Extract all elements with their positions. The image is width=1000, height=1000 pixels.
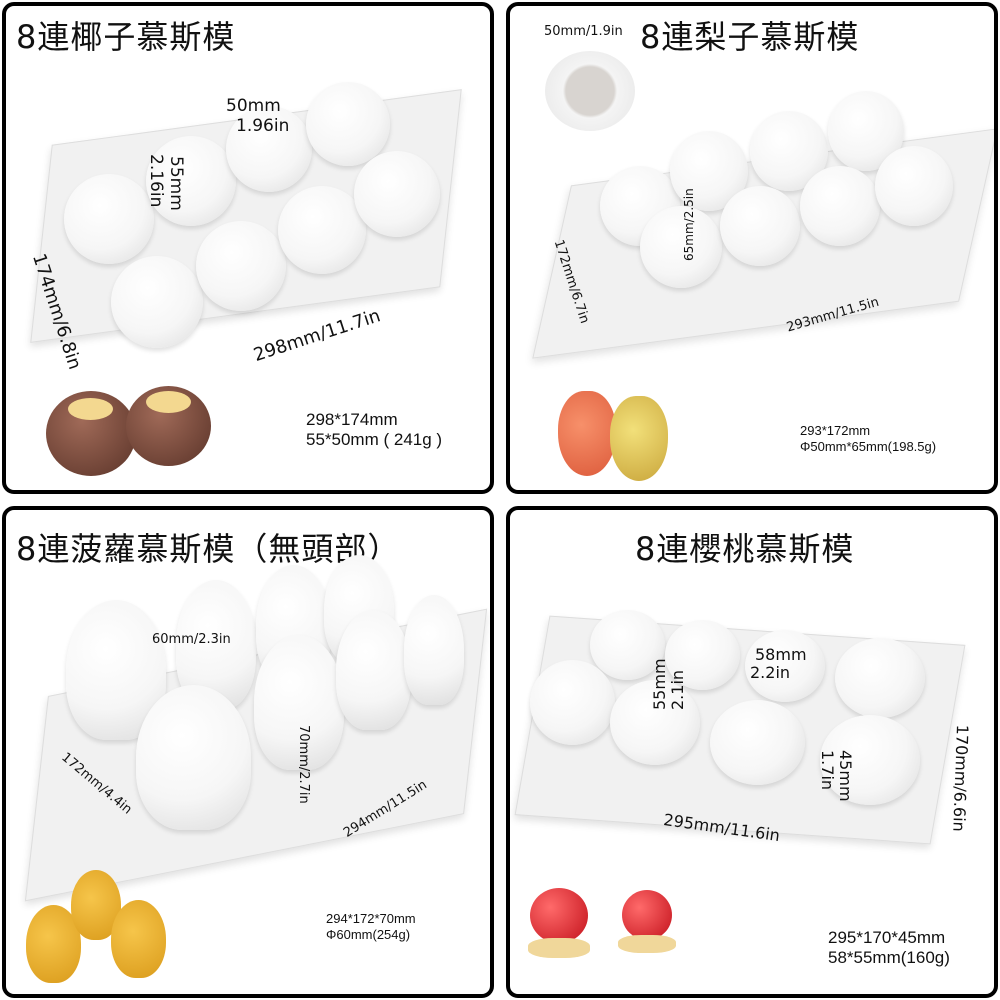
mold-cavity <box>278 186 366 274</box>
panel-coconut-mold: 8連椰子慕斯模 50mm 1.96in 55mm 2.16in 174mm/6.… <box>2 2 494 494</box>
mold-cavity <box>710 700 805 785</box>
cherry-base <box>528 938 590 958</box>
mold-cavity <box>720 186 800 266</box>
cavity-height-in-label: 2.16in <box>146 154 166 208</box>
spec-line-2: Φ50mm*65mm(198.5g) <box>800 439 937 454</box>
mold-cavity <box>354 151 440 237</box>
cavity-height-label: 55mm <box>650 658 669 710</box>
spec-line-1: 298*174mm <box>306 410 398 429</box>
height-label: 65mm/2.5in <box>682 188 696 261</box>
panel-title: 8連菠蘿慕斯模（無頭部） <box>16 530 401 568</box>
length-label: 298mm/11.7in <box>251 305 384 366</box>
mold-cavity <box>835 638 925 718</box>
pear-image <box>558 391 616 476</box>
cavity-width-in-label: 1.96in <box>236 116 290 136</box>
panel-title: 8連櫻桃慕斯模 <box>635 530 855 568</box>
mold-cavity <box>254 635 344 770</box>
coconut-filling <box>146 391 191 413</box>
mold-cavity <box>800 166 880 246</box>
cavity-width-label: 58mm <box>755 645 807 664</box>
pineapple-image <box>111 900 166 978</box>
height-label: 70mm/2.7in <box>296 725 311 804</box>
spec-line-1: 293*172mm <box>800 423 871 438</box>
mold-cavity <box>610 680 700 765</box>
mold-cavity <box>306 82 390 166</box>
cavity-height-in-label: 2.1in <box>668 669 687 710</box>
mold-cavity <box>745 630 825 702</box>
mold-cavity <box>196 221 286 311</box>
cherry-base <box>618 935 676 953</box>
panel-title: 8連椰子慕斯模 <box>16 18 236 56</box>
height-in-label: 1.7in <box>818 750 837 791</box>
top-view-dim-label: 50mm/1.9in <box>544 24 623 39</box>
cavity-top-view <box>545 51 635 131</box>
coconut-filling <box>68 398 113 420</box>
pear-image <box>610 396 668 481</box>
spec-line-1: 295*170*45mm <box>828 928 946 947</box>
cherry-image <box>622 890 672 940</box>
cavity-height-label: 55mm <box>166 156 186 211</box>
mold-cavity <box>146 136 236 226</box>
mold-cavity <box>820 715 920 805</box>
mold-cavity <box>136 685 251 830</box>
mold-cavity <box>590 610 665 680</box>
panel-pear-mold: 50mm/1.9in 8連梨子慕斯模 65mm/2.5in 172mm/6.7i… <box>506 2 998 494</box>
height-label: 45mm <box>836 750 855 802</box>
panel-title: 8連梨子慕斯模 <box>640 18 860 56</box>
panel-cherry-mold: 8連櫻桃慕斯模 58mm 2.2in 55mm 2.1in 45mm 1.7in… <box>506 506 998 998</box>
cherry-image <box>530 888 588 943</box>
mold-cavity <box>226 106 312 192</box>
spec-line-2: 58*55mm(160g) <box>828 948 950 967</box>
spec-line-2: 55*50mm ( 241g ) <box>306 430 443 449</box>
diameter-label: 60mm/2.3in <box>152 632 231 647</box>
spec-line-2: Φ60mm(254g) <box>326 927 411 942</box>
mold-cavity <box>64 174 154 264</box>
cavity-width-label: 50mm <box>226 96 281 116</box>
mold-cavity <box>875 146 953 226</box>
cavity-width-in-label: 2.2in <box>750 663 791 682</box>
mold-cavity <box>336 610 411 730</box>
depth-label: 170mm/6.6in <box>949 724 972 833</box>
mold-cavity <box>665 620 740 690</box>
mold-cavity <box>404 595 464 705</box>
spec-line-1: 294*172*70mm <box>326 911 416 926</box>
mold-cavity <box>640 206 722 288</box>
mold-cavity <box>530 660 615 745</box>
mold-cavity <box>111 256 203 348</box>
panel-pineapple-mold: 8連菠蘿慕斯模（無頭部） 60mm/2.3in 70mm/2.7in 172mm… <box>2 506 494 998</box>
